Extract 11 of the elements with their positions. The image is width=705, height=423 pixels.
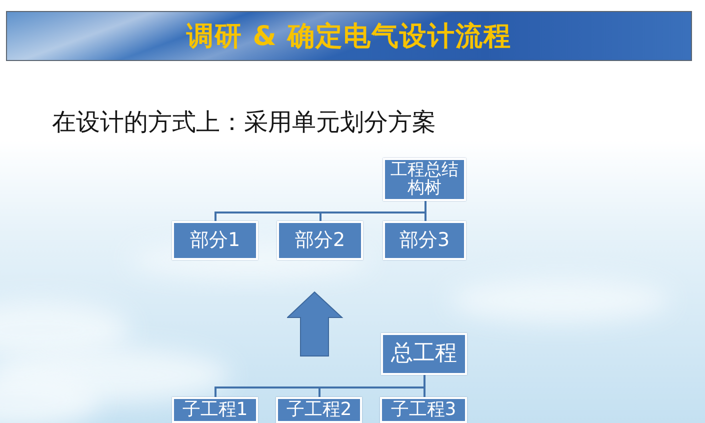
tree-box: 子工程2 [276, 397, 362, 423]
tree-box: 总工程 [381, 333, 467, 375]
title: 调研 & 确定电气设计流程 [186, 20, 512, 54]
tree-box: 部分2 [277, 221, 363, 260]
tree-box: 部分1 [172, 221, 258, 260]
tree-box: 工程总结构树 [383, 158, 466, 201]
connector-line [424, 201, 426, 221]
subtitle: 在设计的方式上：采用单元划分方案 [52, 107, 436, 138]
tree-box: 部分3 [383, 221, 466, 260]
tree-box: 子工程1 [172, 397, 258, 423]
tree-box: 子工程3 [380, 397, 467, 423]
